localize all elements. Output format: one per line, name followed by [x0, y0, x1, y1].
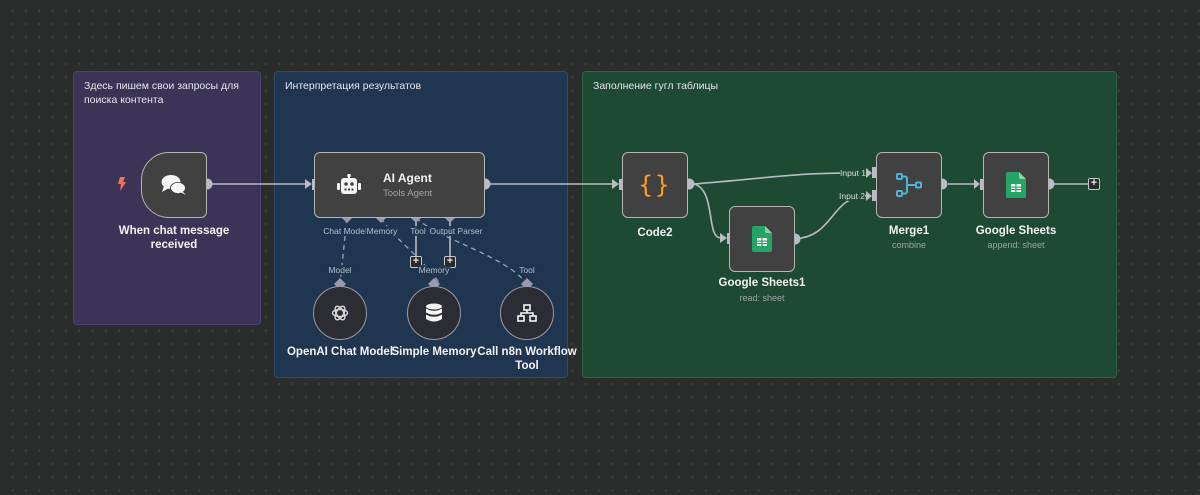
node-subtitle: append: sheet [987, 240, 1045, 250]
openai-icon [331, 305, 349, 321]
handle-label-model: Model [327, 265, 353, 275]
node-label: Google Sheets1 [718, 277, 806, 289]
database-icon [426, 303, 442, 322]
node-subtitle: combine [891, 240, 927, 250]
node-label: Google Sheets [975, 225, 1057, 237]
node-google-sheets[interactable] [983, 152, 1049, 218]
sticky-note-queries[interactable]: Здесь пишем свои запросы для поиска конт… [73, 71, 261, 325]
node-label: OpenAI Chat Model [286, 346, 394, 358]
input-label-1: Input 1 [840, 168, 866, 178]
google-sheets-icon [1006, 172, 1026, 198]
handle-label-memory-input: Memory [417, 265, 451, 275]
node-google-sheets1[interactable] [729, 206, 795, 272]
node-subtitle: read: sheet [739, 293, 785, 303]
google-sheets-icon [752, 226, 772, 252]
node-label: Merge1 [888, 225, 930, 237]
node-openai-chat-model[interactable] [313, 286, 367, 340]
node-simple-memory[interactable] [407, 286, 461, 340]
handle-label-output-parser: Output Parser [428, 226, 484, 236]
node-title: AI Agent [383, 171, 432, 185]
chat-bubbles-icon [161, 175, 186, 195]
node-label: Call n8n Workflow Tool [477, 345, 576, 373]
merge-icon [896, 173, 922, 197]
handle-label-chat-model: Chat Model [322, 226, 368, 236]
add-node-button[interactable]: + [1088, 178, 1100, 190]
node-label: Code2 [637, 227, 673, 239]
lightning-bolt-icon [118, 177, 126, 191]
sticky-note-text: Заполнение гугл таблицы [593, 80, 719, 92]
node-merge1[interactable] [876, 152, 942, 218]
node-label: When chat message received [119, 224, 230, 252]
sticky-note-text: Здесь пишем свои запросы для [84, 80, 239, 92]
handle-label-tool: Tool [409, 226, 427, 236]
node-code2[interactable]: {} [622, 152, 688, 218]
input-label-2: Input 2 [839, 191, 865, 201]
sticky-note-text: Интерпретация результатов [285, 80, 422, 92]
node-label-line: Tool [515, 360, 539, 372]
node-subtitle: Tools Agent [383, 188, 433, 199]
node-call-workflow-tool[interactable] [500, 286, 554, 340]
robot-icon [337, 174, 361, 194]
node-chat-trigger[interactable] [141, 152, 207, 218]
sticky-note-text: поиска контента [84, 94, 164, 106]
node-ai-agent[interactable]: AI Agent Tools Agent [314, 152, 485, 218]
node-label-line: Call n8n Workflow [477, 346, 577, 358]
curly-braces-icon: {} [638, 171, 672, 199]
sitemap-icon [517, 304, 537, 322]
handle-label-tool-input: Tool [518, 265, 536, 275]
node-label-line: When chat message [118, 225, 230, 237]
handle-label-memory: Memory [365, 226, 399, 236]
node-label-line: received [150, 239, 198, 251]
node-label: Simple Memory [391, 346, 477, 358]
